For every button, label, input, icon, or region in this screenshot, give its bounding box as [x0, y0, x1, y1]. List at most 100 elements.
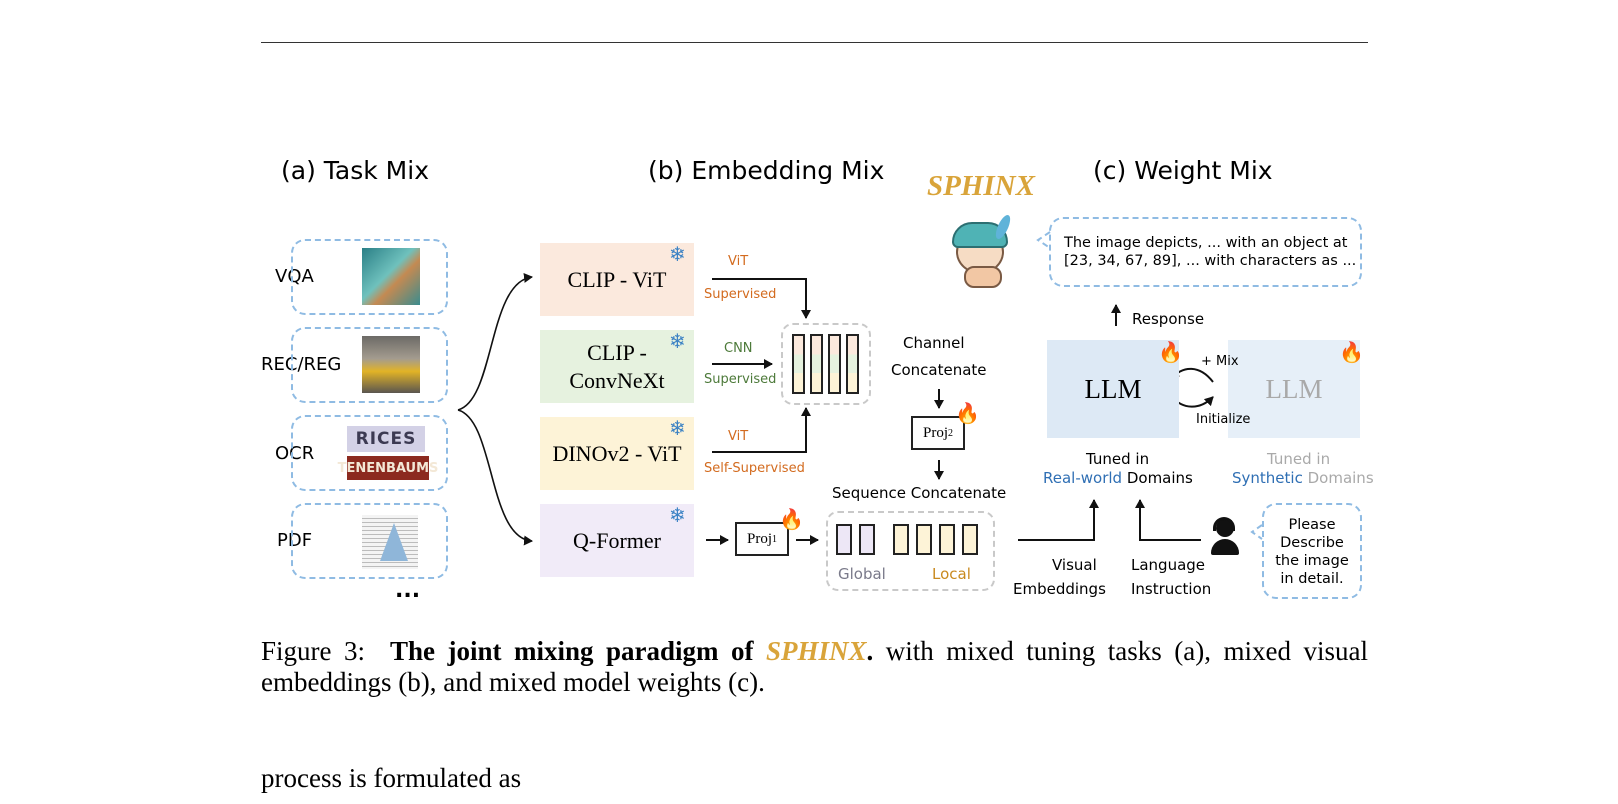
tag-vit-2: ViT — [728, 429, 749, 444]
tuned-synthetic-line: Synthetic Domains — [1232, 469, 1374, 487]
encoder-clip-convnext-label: CLIP - ConvNeXt — [569, 340, 665, 393]
tag-self-supervised: Self-Supervised — [704, 461, 805, 476]
caption-prefix: Figure 3: — [261, 636, 365, 666]
tuned-real-suffix: Domains — [1126, 469, 1193, 487]
vqa-thumbnail-image — [362, 248, 420, 305]
local-token — [962, 524, 978, 555]
sphinx-logo: SPHINX — [927, 170, 1035, 202]
tasks-ellipsis: ... — [395, 578, 421, 603]
tuned-real-prefix: Tuned in — [1086, 450, 1150, 468]
pdf-thumbnail-image — [362, 515, 418, 569]
body-text: process is formulated as — [261, 763, 522, 793]
channel-token — [810, 334, 823, 394]
mix-label: + Mix — [1201, 354, 1239, 369]
task-label-rec-reg: REC/REG — [261, 354, 342, 375]
channel-token — [828, 334, 841, 394]
language-instruction-label-1: Language — [1131, 556, 1206, 574]
dinov2-arrow — [712, 407, 811, 453]
caption-bold: The joint mixing paradigm of — [390, 636, 754, 666]
encoder-clip-vit: CLIP - ViT — [540, 243, 694, 316]
encoder-qformer: Q-Former — [540, 504, 694, 577]
instruction-text: Please Describe the image in detail. — [1262, 516, 1362, 588]
header-embedding-mix: (b) Embedding Mix — [648, 156, 885, 185]
tuned-synthetic-suffix: Domains — [1307, 469, 1374, 487]
instruction-line-4: in detail. — [1280, 571, 1344, 587]
snowflake-icon: ❄ — [669, 418, 686, 440]
task-card-ocr — [291, 415, 448, 491]
fire-icon: 🔥 — [1339, 342, 1364, 364]
page-top-rule — [261, 42, 1368, 43]
pdf-pyramid-figure — [380, 523, 408, 561]
user-headset-icon — [1209, 517, 1241, 555]
tuned-real-highlight: Real-world — [1043, 469, 1123, 487]
instruction-line-2: Describe — [1280, 535, 1344, 551]
caption-rest: with mixed tuning tasks (a), mixed visua… — [261, 636, 1368, 697]
task-to-clip-vit-arrow — [457, 272, 533, 411]
instruction-line-1: Please — [1288, 517, 1336, 533]
tuned-real-line: Real-world Domains — [1043, 469, 1193, 487]
visual-embeddings-label-2: Embeddings — [1013, 580, 1106, 598]
task-card-pdf — [291, 503, 448, 579]
encoder-clip-convnext: CLIP - ConvNeXt — [540, 330, 694, 403]
proj1-label: Proj — [746, 530, 772, 547]
channel-concat-label-1: Channel — [903, 334, 965, 352]
response-text-line-1: The image depicts, ... with an object at — [1064, 235, 1348, 251]
header-weight-mix: (c) Weight Mix — [1093, 156, 1273, 185]
local-token — [893, 524, 909, 555]
snowflake-icon: ❄ — [669, 244, 686, 266]
fire-icon: 🔥 — [955, 403, 980, 425]
language-instruction-arrow — [1135, 499, 1201, 541]
tag-supervised-2: Supervised — [704, 372, 777, 387]
global-token — [836, 524, 852, 555]
channel-token — [846, 334, 859, 394]
rec-reg-thumbnail-image — [362, 336, 420, 393]
clip-vit-arrow — [712, 278, 811, 319]
proj1-subscript: 1 — [772, 533, 777, 545]
global-label: Global — [838, 565, 886, 583]
language-instruction-label-2: Instruction — [1131, 580, 1212, 598]
figure-caption: Figure 3: The joint mixing paradigm of S… — [261, 636, 1368, 697]
response-text-line-2: [23, 34, 67, 89], ... with characters as… — [1064, 253, 1357, 269]
ocr-thumbnail-top: RICES — [347, 426, 425, 452]
task-label-pdf: PDF — [277, 530, 313, 551]
local-token — [939, 524, 955, 555]
response-bubble — [1049, 217, 1362, 287]
local-label: Local — [932, 565, 971, 583]
initialize-label: Initialize — [1196, 412, 1251, 427]
tag-cnn: CNN — [724, 341, 753, 356]
instruction-line-3: the image — [1275, 553, 1349, 569]
task-to-qformer-arrow — [457, 409, 533, 546]
task-card-vqa — [291, 239, 448, 315]
instruction-bubble-pointer — [1250, 524, 1263, 540]
snowflake-icon: ❄ — [669, 331, 686, 353]
task-card-rec-reg — [291, 327, 448, 403]
snowflake-icon: ❄ — [669, 505, 686, 527]
sequence-concat-label: Sequence Concatenate — [832, 484, 1007, 502]
proj2-label: Proj — [922, 424, 948, 441]
visual-embeddings-label-1: Visual — [1052, 556, 1097, 574]
tag-supervised-1: Supervised — [704, 287, 777, 302]
task-label-vqa: VQA — [275, 266, 314, 287]
encoder-dinov2-vit: DINOv2 - ViT — [540, 417, 694, 490]
sequence-token-group — [826, 511, 995, 591]
response-bubble-pointer — [1036, 231, 1051, 249]
sphinx-mascot-icon — [944, 212, 1016, 288]
llm-synthetic-box: LLM — [1228, 340, 1360, 438]
task-label-ocr: OCR — [275, 443, 315, 464]
channel-concat-label-2: Concatenate — [891, 361, 987, 379]
tag-vit-1: ViT — [728, 254, 749, 269]
ocr-thumbnail-bottom: TENENBAUMS — [338, 456, 438, 480]
tuned-synthetic-prefix: Tuned in — [1267, 450, 1331, 468]
channel-token — [792, 334, 805, 394]
llm-real-box: LLM — [1047, 340, 1179, 438]
proj2-subscript: 2 — [948, 427, 953, 439]
tuned-synthetic-highlight: Synthetic — [1232, 469, 1303, 487]
header-task-mix: (a) Task Mix — [281, 156, 429, 185]
instruction-bubble — [1262, 503, 1362, 599]
local-token — [916, 524, 932, 555]
visual-embeddings-arrow — [1018, 499, 1099, 541]
channel-token-group — [781, 323, 871, 405]
global-token — [859, 524, 875, 555]
